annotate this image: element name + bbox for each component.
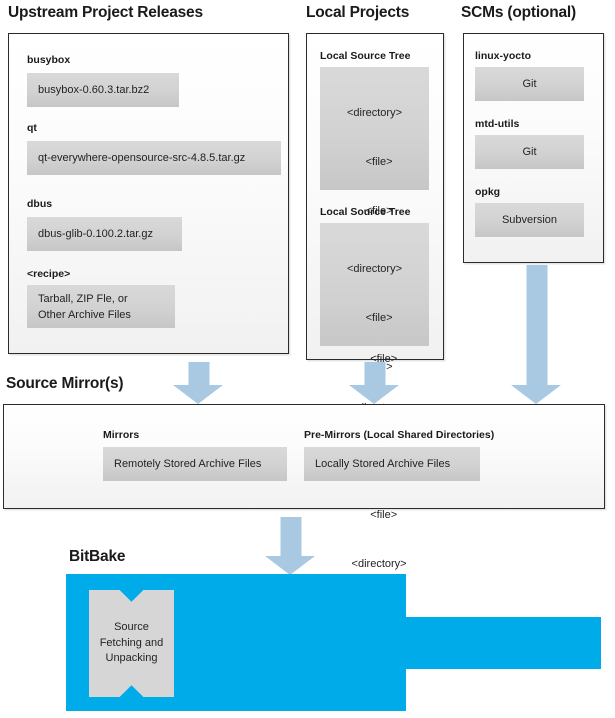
local-tree-label-1: Local Source Tree (320, 50, 411, 62)
upstream-chip-busybox: busybox-0.60.3.tar.bz2 (27, 73, 179, 107)
upstream-group-label-recipe: <recipe> (27, 268, 71, 280)
tree-line: <file> (356, 156, 393, 169)
bitbake-tail (404, 617, 601, 669)
source-mirrors-heading: Source Mirror(s) (6, 375, 124, 392)
upstream-group-label-busybox: busybox (27, 54, 71, 66)
tree-line: <directory> (346, 262, 403, 275)
local-source-tree-1: <directory> <file> <file> <directory> <f… (320, 67, 429, 414)
upstream-chip-qt: qt-everywhere-opensource-src-4.8.5.tar.g… (27, 141, 281, 175)
upstream-chip-recipe-line1: Tarball, ZIP Fle, or (38, 293, 128, 305)
upstream-group-label-qt: qt (27, 122, 37, 134)
local-source-tree-2: <directory> <file> <file> <directory> <f… (320, 223, 429, 570)
scms-chip-mtd-utils: Git (475, 135, 584, 169)
task-label: Source Fetching and Unpacking (100, 620, 164, 667)
upstream-chip-recipe-line2: Other Archive Files (38, 308, 131, 321)
arrow-local-projects-to-mirrors (349, 362, 400, 404)
tree-line: <directory> (342, 558, 407, 571)
scms-group-label-linux-yocto: linux-yocto (475, 50, 532, 62)
tree-line: <file> (351, 352, 398, 365)
upstream-chip-recipe: Tarball, ZIP Fle, or Other Archive Files (27, 285, 175, 328)
arrow-upstream-to-mirrors (173, 362, 224, 404)
scms-group-label-opkg: opkg (475, 186, 501, 198)
tree-line: <file> (356, 312, 393, 325)
upstream-group-label-dbus: dbus (27, 198, 53, 210)
task-label-line3: Unpacking (105, 652, 158, 665)
arrow-scms-to-mirrors (511, 265, 562, 404)
scms-chip-linux-yocto: Git (475, 67, 584, 101)
tree-line: <file> (351, 508, 398, 521)
upstream-chip-dbus: dbus-glib-0.100.2.tar.gz (27, 217, 182, 251)
scms-heading: SCMs (optional) (461, 4, 576, 21)
source-mirrors-group-label-premirrors: Pre-Mirrors (Local Shared Directories) (304, 429, 495, 441)
scms-chip-opkg: Subversion (475, 203, 584, 237)
bitbake-heading: BitBake (69, 548, 126, 565)
source-mirrors-group-label-mirrors: Mirrors (103, 429, 140, 441)
source-fetching-and-unpacking-task: Source Fetching and Unpacking (89, 590, 174, 697)
local-tree-label-2: Local Source Tree (320, 206, 411, 218)
scms-group-label-mtd-utils: mtd-utils (475, 118, 520, 130)
source-mirrors-chip-mirrors: Remotely Stored Archive Files (103, 447, 287, 481)
upstream-heading: Upstream Project Releases (8, 4, 203, 21)
arrow-mirrors-to-bitbake (265, 517, 316, 575)
source-mirrors-chip-premirrors: Locally Stored Archive Files (304, 447, 480, 481)
tree-line: <directory> (346, 106, 403, 119)
task-label-line2: Fetching and (99, 636, 164, 649)
tree-line: <file> (356, 205, 393, 218)
local-projects-heading: Local Projects (306, 4, 410, 21)
task-label-line1: Source (114, 621, 149, 634)
